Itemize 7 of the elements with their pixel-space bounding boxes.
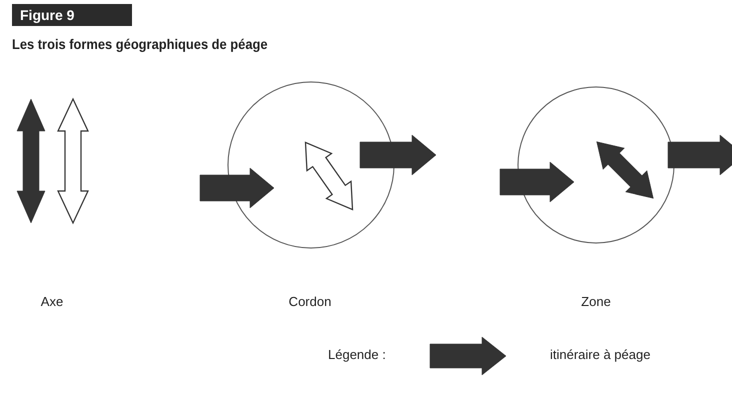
legend-text: itinéraire à péage xyxy=(550,347,650,362)
legend-heading: Légende : xyxy=(328,347,386,362)
panel-label: Cordon xyxy=(288,294,332,309)
diagram-title: Les trois formes géographiques de péage xyxy=(12,36,268,52)
panel-label: Axe xyxy=(40,294,64,309)
panel-label: Zone xyxy=(581,294,611,309)
figure-number: Figure 9 xyxy=(12,4,132,26)
